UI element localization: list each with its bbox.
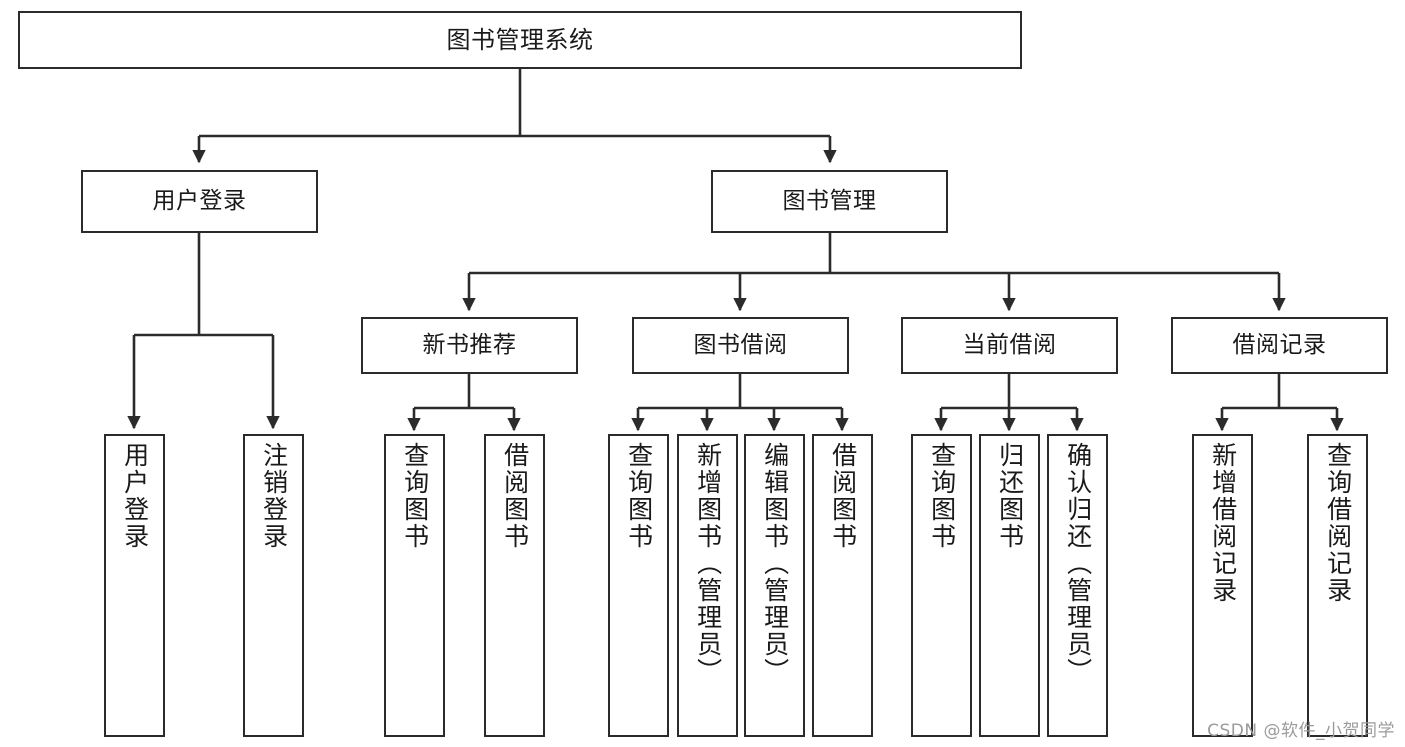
node-current-borrow-label: 当前借阅	[962, 331, 1057, 358]
leaf-return-book[interactable]: 归还图书	[979, 434, 1040, 737]
leaf-query-book-1[interactable]: 查询图书	[384, 434, 445, 737]
leaf-user-login[interactable]: 用户登录	[104, 434, 165, 737]
leaf-add-book[interactable]: 新增图书（管理员）	[677, 434, 738, 737]
node-current-borrow[interactable]: 当前借阅	[901, 317, 1118, 374]
leaf-borrow-book-1-label: 借阅图书	[500, 442, 530, 550]
leaf-return-book-label: 归还图书	[995, 442, 1025, 550]
leaf-borrow-book-2-label: 借阅图书	[828, 442, 858, 550]
leaf-confirm-return-label: 确认归还（管理员）	[1063, 442, 1093, 685]
leaf-borrow-book-2[interactable]: 借阅图书	[812, 434, 873, 737]
leaf-logout-login-label: 注销登录	[259, 442, 289, 550]
leaf-user-login-label: 用户登录	[120, 442, 150, 550]
node-root[interactable]: 图书管理系统	[18, 11, 1022, 69]
node-new-book-rec-label: 新书推荐	[422, 331, 517, 358]
leaf-borrow-book-1[interactable]: 借阅图书	[484, 434, 545, 737]
leaf-query-book-1-label: 查询图书	[400, 442, 430, 550]
node-borrow-record-label: 借阅记录	[1232, 331, 1327, 358]
watermark-text: CSDN @软件_小贺同学	[1207, 721, 1395, 741]
leaf-add-book-label: 新增图书（管理员）	[693, 442, 723, 685]
leaf-add-record-label: 新增借阅记录	[1208, 442, 1238, 604]
leaf-edit-book-label: 编辑图书（管理员）	[760, 442, 790, 685]
node-borrow-record[interactable]: 借阅记录	[1171, 317, 1388, 374]
node-book-borrow[interactable]: 图书借阅	[632, 317, 849, 374]
leaf-query-book-2-label: 查询图书	[624, 442, 654, 550]
node-new-book-rec[interactable]: 新书推荐	[361, 317, 578, 374]
leaf-logout-login[interactable]: 注销登录	[243, 434, 304, 737]
leaf-add-record[interactable]: 新增借阅记录	[1192, 434, 1253, 737]
leaf-query-record-label: 查询借阅记录	[1323, 442, 1353, 604]
node-book-manage-label: 图书管理	[782, 187, 877, 214]
node-book-borrow-label: 图书借阅	[693, 331, 788, 358]
leaf-edit-book[interactable]: 编辑图书（管理员）	[744, 434, 805, 737]
node-user-login-label: 用户登录	[152, 187, 247, 214]
leaf-confirm-return[interactable]: 确认归还（管理员）	[1047, 434, 1108, 737]
leaf-query-book-3[interactable]: 查询图书	[911, 434, 972, 737]
leaf-query-book-2[interactable]: 查询图书	[608, 434, 669, 737]
leaf-query-record[interactable]: 查询借阅记录	[1307, 434, 1368, 737]
leaf-query-book-3-label: 查询图书	[927, 442, 957, 550]
node-user-login[interactable]: 用户登录	[81, 170, 318, 233]
node-book-manage[interactable]: 图书管理	[711, 170, 948, 233]
node-root-label: 图书管理系统	[446, 25, 594, 54]
